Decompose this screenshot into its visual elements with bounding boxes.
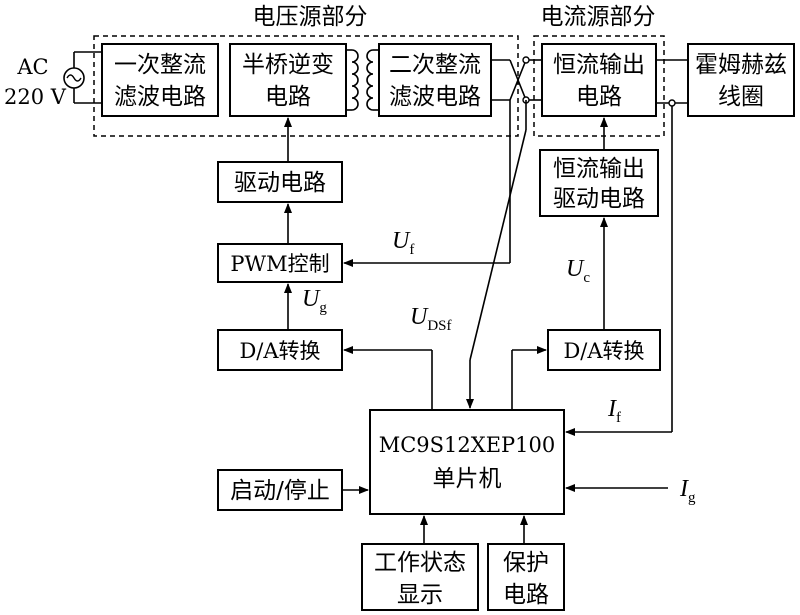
da-left-label: D/A转换 [239,339,320,363]
current-section-frame [533,35,665,137]
ac-label: AC [16,55,48,79]
mcu-type-label: 单片机 [433,466,502,492]
voltage-section-title: 电压源部分 [253,4,368,30]
cc-output-line1: 恒流输出 [553,52,645,78]
ac-voltage-label: 220 V [4,85,67,109]
cc-output-line2: 电路 [576,84,622,110]
helmholtz-line2: 线圈 [718,84,764,110]
protection-circuit-box [487,543,565,611]
helmholtz-line1: 霍姆赫兹 [695,52,787,78]
start-stop-label: 启动/停止 [230,478,330,504]
voltage-section-frame [93,35,519,137]
udsf-label: UDSf [410,304,452,334]
protection-line1: 保护 [503,550,549,576]
cc-drive-line1: 恒流输出 [553,156,645,182]
primary-rectifier-filter-box [101,43,219,117]
ig-label: Ig [679,476,696,506]
uc-label: Uc [566,256,590,286]
start-stop-box [217,469,343,511]
status-display-box [361,543,479,611]
cc-drive-circuit-box [539,149,659,217]
secondary-rectifier-filter-box [378,43,492,117]
ac-source-icon [63,51,102,104]
status-display-line1: 工作状态 [374,550,466,576]
pwm-control-label: PWM控制 [230,252,329,276]
da-converter-right-box [547,329,661,371]
half-bridge-inverter-box [229,43,347,117]
uf-label: Uf [392,228,414,258]
da-right-label: D/A转换 [563,339,644,363]
current-section-title: 电流源部分 [541,4,656,30]
transformer-icon [346,49,379,111]
mcu-box [369,409,565,515]
helmholtz-coil-box [687,43,795,117]
current-sense-node [668,99,676,107]
mcu-model-label: MC9S12XEP100 [379,433,556,457]
primary-rectifier-line1: 一次整流 [114,52,206,78]
primary-rectifier-line2: 滤波电路 [114,84,206,110]
cross-connection [491,56,542,104]
protection-line2: 电路 [503,582,549,608]
status-display-line2: 显示 [397,582,443,608]
da-converter-left-box [217,329,343,371]
drive-circuit-label: 驱动电路 [234,170,326,196]
secondary-rectifier-line1: 二次整流 [389,52,481,78]
constant-current-output-box [541,43,657,117]
half-bridge-line2: 电路 [265,84,311,110]
if-label: If [607,396,621,426]
pwm-control-box [217,243,343,283]
cc-drive-line2: 驱动电路 [553,186,645,212]
ug-label: Ug [302,286,327,316]
secondary-rectifier-line2: 滤波电路 [389,84,481,110]
half-bridge-line1: 半桥逆变 [242,52,334,78]
drive-circuit-box [217,161,343,203]
